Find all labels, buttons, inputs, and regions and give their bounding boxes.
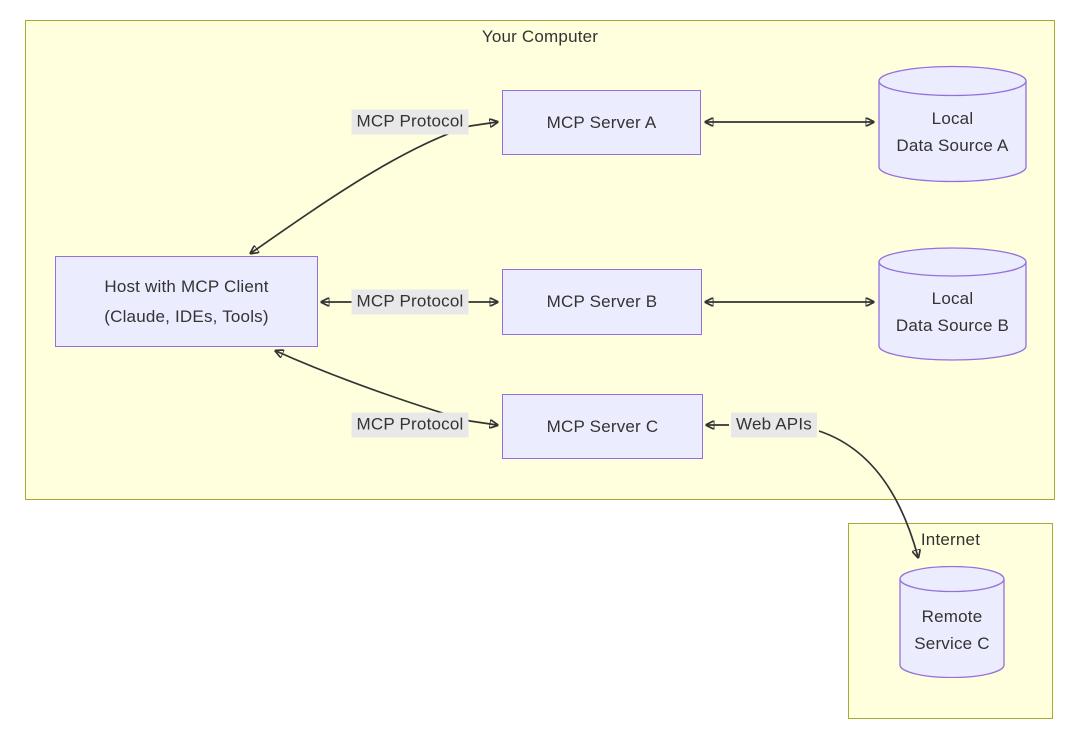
- remote-service-c-line1: Remote: [921, 607, 983, 626]
- node-mcp-server-a-label: MCP Server A: [546, 112, 657, 132]
- node-local-data-source-a-text: Local Data Source A: [896, 89, 1008, 159]
- node-remote-service-c-text: Remote Service C: [914, 587, 990, 657]
- edge-label-mcp-protocol-b: MCP Protocol: [351, 289, 469, 315]
- container-your-computer-label: Your Computer: [481, 27, 599, 46]
- data-source-a-line1: Local: [931, 109, 974, 128]
- edge-label-mcp-protocol-a: MCP Protocol: [351, 109, 469, 135]
- node-host-line1: Host with MCP Client: [104, 276, 269, 296]
- data-source-b-line2: Data Source B: [895, 316, 1010, 335]
- node-mcp-server-b-label: MCP Server B: [546, 292, 658, 311]
- edge-host-server-a: [251, 122, 497, 253]
- node-mcp-server-c: MCP Server C: [502, 394, 703, 459]
- remote-service-c-line2: Service C: [914, 634, 990, 653]
- node-local-data-source-b-text: Local Data Source B: [896, 269, 1009, 339]
- node-host-with-mcp-client: Host with MCP Client (Claude, IDEs, Tool…: [55, 256, 318, 347]
- cylinder-icon: [899, 566, 1005, 678]
- cylinder-icon: [878, 65, 1027, 183]
- data-source-a-line2: Data Source A: [896, 136, 1009, 155]
- node-mcp-server-c-label: MCP Server C: [546, 416, 659, 436]
- cylinder-icon: [878, 247, 1027, 361]
- edge-web-apis-remote-service: [818, 430, 918, 557]
- node-remote-service-c: Remote Service C: [899, 566, 1005, 678]
- node-mcp-server-b: MCP Server B: [502, 269, 702, 335]
- node-host-line2: (Claude, IDEs, Tools): [104, 306, 269, 326]
- data-source-b-line1: Local: [931, 289, 974, 308]
- container-internet: Internet: [848, 523, 1053, 719]
- node-local-data-source-b: Local Data Source B: [878, 247, 1027, 361]
- node-mcp-server-a: MCP Server A: [502, 90, 701, 155]
- edge-label-mcp-protocol-c: MCP Protocol: [351, 412, 469, 438]
- node-local-data-source-a: Local Data Source A: [878, 65, 1027, 183]
- edge-label-web-apis: Web APIs: [731, 412, 817, 438]
- container-internet-label: Internet: [920, 530, 981, 549]
